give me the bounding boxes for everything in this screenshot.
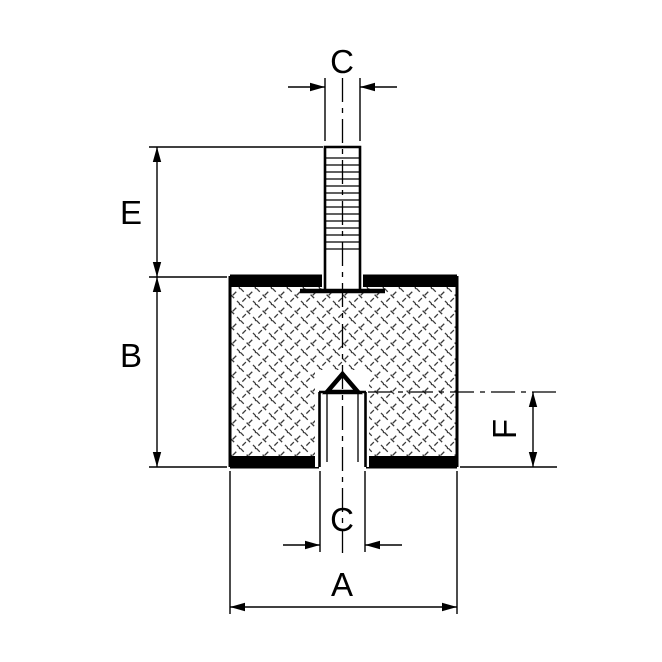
dimension-c-bottom: C xyxy=(283,471,402,552)
dim-label-a: A xyxy=(331,566,353,603)
dim-label-b: B xyxy=(120,337,142,374)
dim-label-e: E xyxy=(120,194,142,231)
bottom-metal-plate-left xyxy=(230,456,319,467)
dim-label-c-bottom: C xyxy=(330,501,354,538)
dim-label-f: F xyxy=(486,419,523,439)
dimension-e-b: E B xyxy=(120,146,323,468)
bottom-metal-plate-right xyxy=(366,456,457,467)
dimension-f: F xyxy=(460,392,557,468)
dimension-a: A xyxy=(229,471,458,614)
dim-label-c-top: C xyxy=(330,43,354,80)
dimension-c-top: C xyxy=(288,43,397,141)
